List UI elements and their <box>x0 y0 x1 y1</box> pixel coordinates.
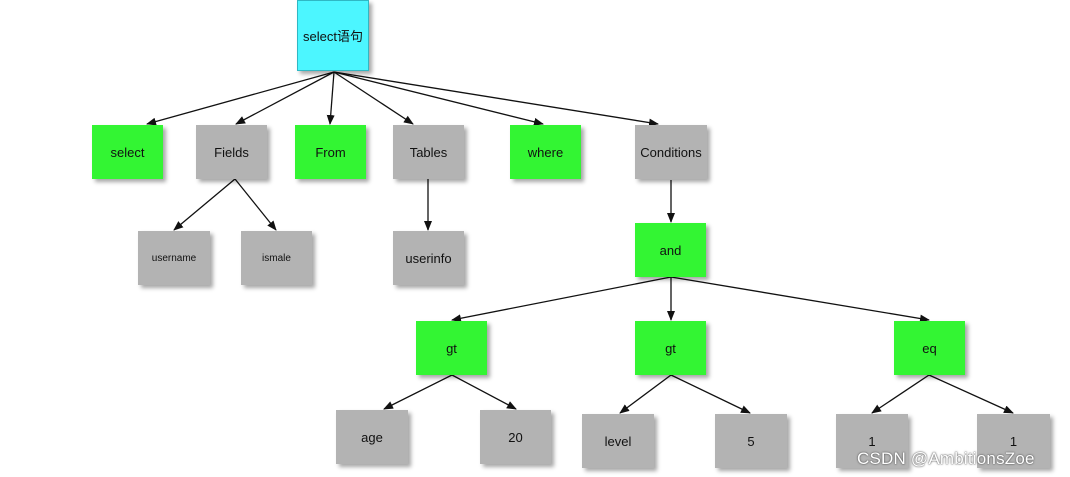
node-label: username <box>151 252 197 264</box>
node-where: where <box>510 125 581 179</box>
edge-gt2-level <box>619 374 672 414</box>
edge-and-gt1 <box>451 276 672 323</box>
edge-fields-username <box>173 178 236 231</box>
node-fields: Fields <box>196 125 267 179</box>
node-label: 1 <box>868 433 876 449</box>
edge-root-where <box>333 71 544 126</box>
edge-gt2-5 <box>670 374 751 414</box>
node-label: Conditions <box>640 144 702 160</box>
node-label: eq <box>922 340 937 356</box>
node-age: age <box>336 410 408 464</box>
node-value-1-right: 1 <box>977 414 1050 468</box>
node-gt-2: gt <box>635 321 706 375</box>
node-tables: Tables <box>393 125 464 179</box>
node-value-1-left: 1 <box>836 414 908 468</box>
edge-gt1-20 <box>451 374 517 410</box>
node-conditions: Conditions <box>635 125 707 179</box>
node-select-statement: select语句 <box>297 0 369 71</box>
node-username: username <box>138 231 210 285</box>
node-label: gt <box>665 340 676 356</box>
node-label: gt <box>446 340 457 356</box>
node-from: From <box>295 125 366 179</box>
node-label: 1 <box>1009 433 1018 449</box>
node-label: level <box>604 433 632 449</box>
node-label: age <box>361 429 383 445</box>
node-label: userinfo <box>405 250 452 266</box>
edge-eq-1-right <box>928 374 1014 414</box>
edge-root-conditions <box>333 71 659 127</box>
node-value-5: 5 <box>715 414 787 468</box>
node-label: where <box>527 144 564 160</box>
edge-fields-ismale <box>234 178 277 231</box>
node-ismale: ismale <box>241 231 312 285</box>
node-eq: eq <box>894 321 965 375</box>
edge-and-eq <box>670 276 930 323</box>
node-gt-1: gt <box>416 321 487 375</box>
node-level: level <box>582 414 654 468</box>
node-label: ismale <box>262 252 291 264</box>
edge-root-fields <box>235 71 335 125</box>
node-label: select <box>110 144 145 160</box>
edge-gt1-age <box>383 374 453 410</box>
node-value-20: 20 <box>480 410 551 464</box>
edge-root-from <box>326 71 335 125</box>
node-label: Fields <box>214 144 249 160</box>
node-select: select <box>92 125 163 179</box>
node-label: From <box>315 144 346 160</box>
edge-root-tables <box>333 71 414 125</box>
edge-root-select <box>146 71 335 126</box>
node-label: 20 <box>508 429 523 445</box>
node-and: and <box>635 223 706 277</box>
edge-eq-1-left <box>871 374 930 414</box>
node-userinfo: userinfo <box>393 231 464 285</box>
node-label: 5 <box>747 433 755 449</box>
node-label: Tables <box>409 144 448 160</box>
node-label: select语句 <box>303 29 363 44</box>
node-label: and <box>659 242 682 258</box>
watermark: CSDN @AmbitionsZoe <box>857 449 1035 468</box>
